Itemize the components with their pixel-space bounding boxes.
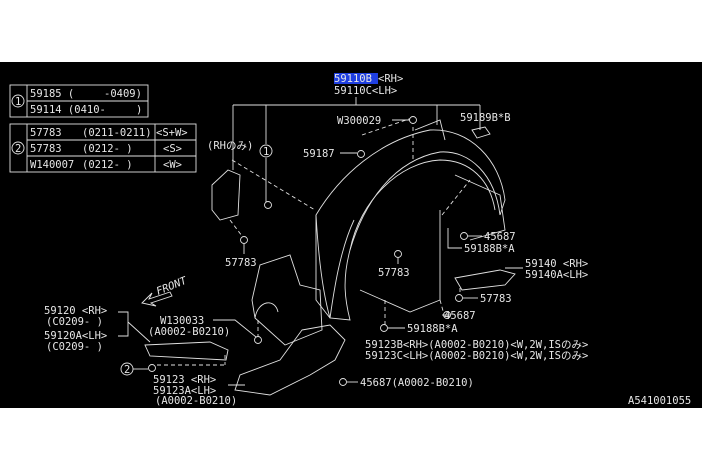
label-rh-only: (RHのみ) [207,140,253,152]
label-45687-b[interactable]: 45687 [444,310,476,322]
fasteners [148,116,468,386]
label-59187[interactable]: 59187 [303,148,335,160]
label-w130033-date: (A0002-B0210) [148,326,230,338]
leader-lines [232,97,481,205]
label-59188a-1[interactable]: 59188B*A [464,243,515,255]
label-59123-rh[interactable]: 59123 <RH> [153,374,216,386]
label-45687-c[interactable]: 45687(A0002-B0210) [360,377,474,389]
ref-marker-2: 2 [124,364,130,376]
label-59188a-2[interactable]: 59188B*A [407,323,458,335]
label-57783-b[interactable]: 57783 [378,267,410,279]
table-2-cell: 57783 [30,143,62,155]
table-1-row-1-part: 59185 ( [30,88,74,100]
label-59120-lh-date: (C0209- ) [46,341,103,353]
diagram-background [0,62,702,408]
table-2-cell: <S+W> [156,127,188,139]
table-2-cell: W140007 [30,159,74,171]
table-2: 2 57783 (0211-0211) <S+W> 57783 (0212- )… [9,123,197,173]
label-57783-c[interactable]: 57783 [480,293,512,305]
label-59120-rh[interactable]: 59120 <RH> [44,305,107,317]
table-2-cell: (0212- ) [82,159,133,171]
table-2-cell: (0211-0211) [82,127,152,139]
main-part-lh: 59110C<LH> [334,85,397,97]
table-2-cell: 57783 [30,127,62,139]
label-w130033[interactable]: W130033 [160,315,204,327]
table-1-row-2-part: 59114 (0410- [30,104,106,116]
label-59120-lh[interactable]: 59120A<LH> [44,330,107,342]
front-arrow-icon [141,291,173,307]
label-59120-rh-date: (C0209- ) [46,316,103,328]
table-1: 1 59185 ( -0409) 59114 (0410- ) [9,84,149,118]
main-part-rh-number[interactable]: 59110B [334,73,372,85]
label-45687-a[interactable]: 45687 [484,231,516,243]
table-2-marker: 2 [15,143,21,155]
label-59140-lh[interactable]: 59140A<LH> [525,269,588,281]
label-59123c[interactable]: 59123C<LH>(A0002-B0210)<W,2W,ISのみ> [365,350,588,362]
table-2-cell: <W> [163,159,182,171]
label-59189b[interactable]: 59189B*B [460,112,511,124]
table-2-cell: <S> [163,143,182,155]
diagram-code: A541001055 [628,395,691,407]
label-w300029[interactable]: W300029 [337,115,381,127]
label-59123-lh[interactable]: 59123A<LH> [153,385,216,397]
table-1-marker: 1 [15,96,21,108]
main-part-rh-suffix: <RH> [378,73,403,85]
table-1-row-2-date: ) [136,104,142,116]
label-59123b[interactable]: 59123B<RH>(A0002-B0210)<W,2W,ISのみ> [365,339,588,351]
table-2-cell: (0212- ) [82,143,133,155]
label-59140-rh[interactable]: 59140 <RH> [525,258,588,270]
bottom-margin [0,408,702,468]
label-57783-a[interactable]: 57783 [225,257,257,269]
ref-marker-1: 1 [263,146,269,158]
table-1-row-1-date: -0409) [104,88,142,100]
label-59123-date: (A0002-B0210) [155,395,237,407]
selection-highlight [334,73,378,84]
